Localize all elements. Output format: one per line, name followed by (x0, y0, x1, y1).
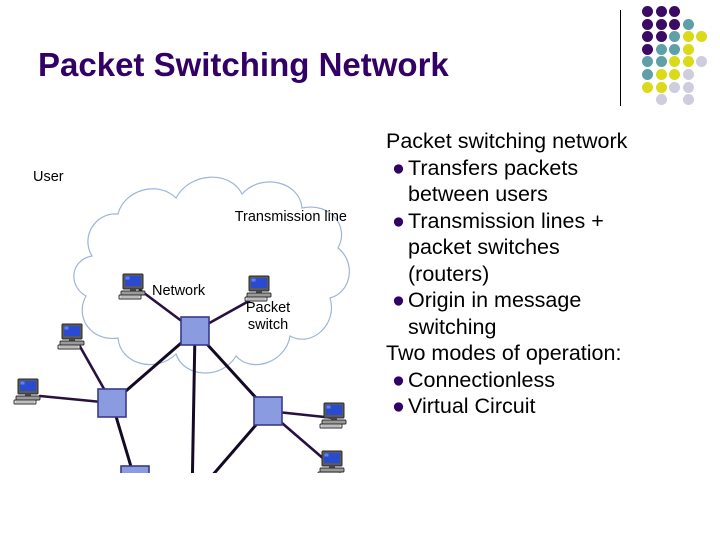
packet-switch-node (97, 388, 127, 418)
bullet-label: Transfers packets between users (408, 155, 579, 207)
page-title: Packet Switching Network (38, 46, 449, 83)
bullet-item: ● Origin in message switching (386, 287, 716, 340)
logo-dot (655, 18, 667, 30)
network-diagram: User Transmission line Network Packet sw… (0, 128, 380, 473)
logo-dot (655, 43, 667, 55)
logo-dot (669, 56, 680, 68)
logo-dot (655, 6, 667, 17)
network-diagram-graphic (13, 176, 350, 473)
logo-divider-line (620, 10, 621, 106)
logo-dot (682, 43, 694, 55)
logo-dot (682, 31, 694, 43)
bullet-dot-icon: ● (392, 288, 405, 312)
logo-dot (669, 43, 680, 55)
content-text-block: Packet switching network ● Transfers pac… (386, 128, 716, 420)
computer-icon (57, 323, 85, 350)
body-subheading: Two modes of operation: (386, 341, 622, 365)
bullet-item: ● Virtual Circuit (386, 393, 716, 420)
bullet-label: Connectionless (408, 367, 556, 392)
logo-dot (655, 69, 667, 80)
logo-dot (669, 6, 680, 17)
logo-dot (696, 31, 707, 43)
bullet-label: Virtual Circuit (408, 394, 536, 418)
bullet-dot-icon: ● (392, 367, 405, 392)
bullet-label: Transmission lines + packet switches (ro… (408, 208, 604, 286)
bullet-label: Origin in message switching (408, 288, 582, 339)
logo-dot (655, 31, 667, 43)
label-packet-switch: Packet switch (245, 300, 291, 333)
logo-dot (682, 69, 694, 80)
bullet-dot-icon: ● (392, 208, 405, 233)
computer-icon (317, 450, 345, 473)
logo-dot (642, 18, 653, 30)
network-links (110, 329, 270, 473)
logo-dot (642, 56, 653, 68)
logo-dot (655, 81, 667, 93)
bullet-item: ● Transfers packets between users (386, 155, 716, 208)
packet-switch-node (253, 396, 283, 426)
logo-dot (696, 56, 707, 68)
computer-icon (118, 273, 146, 300)
computer-icon (244, 275, 272, 302)
label-user: User (33, 169, 64, 185)
logo-dot (642, 6, 653, 17)
bullet-item: ● Connectionless (386, 367, 716, 394)
packet-switch-node (120, 465, 150, 473)
logo-dot (642, 31, 653, 43)
logo-dot (642, 43, 653, 55)
network-cloud-outline (73, 176, 350, 374)
logo-dot (682, 56, 694, 68)
label-network: Network (152, 283, 206, 299)
logo-dot (669, 81, 680, 93)
logo-dot (669, 69, 680, 80)
bullet-dot-icon: ● (392, 394, 405, 418)
label-transmission-line: Transmission line (234, 209, 347, 225)
logo-dot (669, 18, 680, 30)
corner-logo (620, 6, 716, 110)
logo-dot (669, 31, 680, 43)
logo-dot (655, 94, 667, 106)
body-heading: Packet switching network (386, 129, 628, 153)
packet-switch-node (180, 316, 210, 346)
computer-icon (13, 378, 41, 405)
logo-dot (642, 81, 653, 93)
bullet-item: ● Transmission lines + packet switches (… (386, 208, 716, 288)
packet-switch-nodes (97, 316, 283, 473)
logo-dot (642, 69, 653, 80)
computer-icon (319, 402, 347, 429)
logo-dot-grid (642, 6, 716, 110)
bullet-dot-icon: ● (392, 155, 405, 180)
logo-dot (682, 18, 694, 30)
logo-dot (682, 94, 694, 106)
logo-dot (682, 81, 694, 93)
logo-dot (655, 56, 667, 68)
